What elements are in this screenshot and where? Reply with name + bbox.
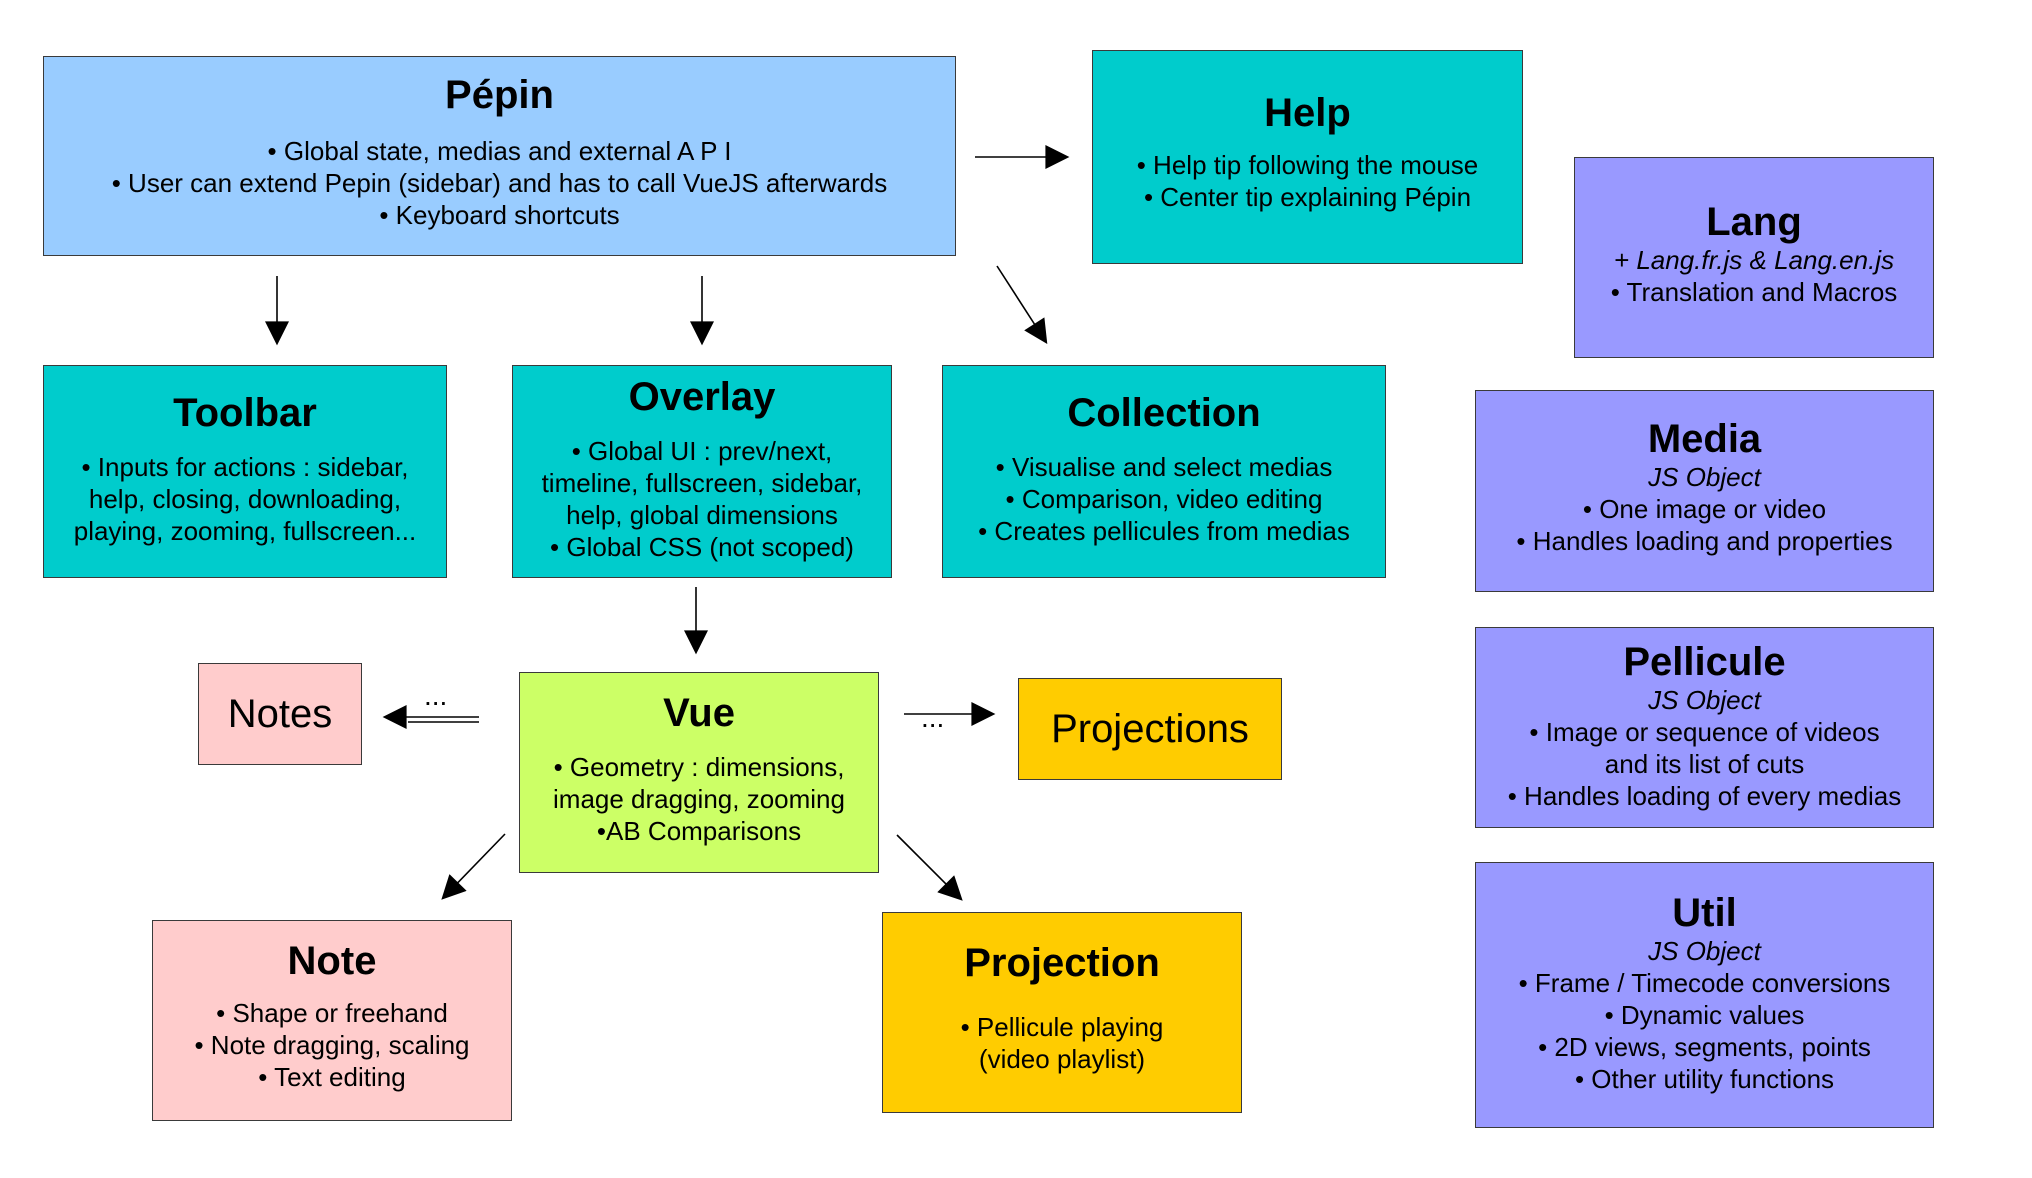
note-title: Note xyxy=(287,939,377,983)
media-title: Media xyxy=(1647,417,1762,461)
arrow-pepin-to-collection xyxy=(996,265,1048,345)
ellipsis-notes: ... xyxy=(424,680,448,711)
util-line: • Other utility functions xyxy=(1574,1064,1835,1094)
vue-line: image dragging, zooming xyxy=(553,784,845,814)
help-title: Help xyxy=(1264,91,1351,135)
pellicule-box: Pellicule JS Object • Image or sequence … xyxy=(1475,627,1934,828)
pepin-line: • Keyboard shortcuts xyxy=(379,200,620,230)
vue-line: •AB Comparisons xyxy=(596,816,802,846)
pepin-title: Pépin xyxy=(445,73,554,117)
media-subtitle: JS Object xyxy=(1648,462,1761,492)
pepin-line: • User can extend Pepin (sidebar) and ha… xyxy=(111,168,888,198)
collection-box: Collection • Visualise and select medias… xyxy=(942,365,1386,578)
overlay-title: Overlay xyxy=(628,375,776,419)
help-line: • Help tip following the mouse xyxy=(1136,150,1479,180)
projections-title: Projections xyxy=(1051,706,1249,751)
pellicule-line: • Handles loading of every medias xyxy=(1507,781,1902,811)
vue-line: • Geometry : dimensions, xyxy=(553,752,845,782)
note-line: • Note dragging, scaling xyxy=(194,1030,470,1060)
util-box: Util JS Object • Frame / Timecode conver… xyxy=(1475,862,1934,1128)
toolbar-line: playing, zooming, fullscreen... xyxy=(73,516,417,546)
projection-line: • Pellicule playing xyxy=(960,1012,1164,1042)
projections-box: Projections xyxy=(1018,678,1282,780)
collection-line: • Visualise and select medias xyxy=(995,452,1333,482)
projection-box: Projection • Pellicule playing (video pl… xyxy=(882,912,1242,1113)
pellicule-line: and its list of cuts xyxy=(1604,749,1805,779)
note-line: • Shape or freehand xyxy=(216,998,448,1028)
pepin-box: Pépin • Global state, medias and externa… xyxy=(43,56,956,256)
note-line: • Text editing xyxy=(258,1062,406,1092)
collection-title: Collection xyxy=(1067,391,1261,435)
overlay-box: Overlay • Global UI : prev/next, timelin… xyxy=(512,365,892,578)
note-box: Note • Shape or freehand • Note dragging… xyxy=(152,920,512,1121)
projection-line: (video playlist) xyxy=(978,1044,1146,1074)
lang-subtitle: + Lang.fr.js & Lang.en.js xyxy=(1613,245,1895,275)
help-line: • Center tip explaining Pépin xyxy=(1143,182,1472,212)
notes-box: Notes xyxy=(198,663,362,765)
toolbar-box: Toolbar • Inputs for actions : sidebar, … xyxy=(43,365,447,578)
arrow-vue-to-note xyxy=(441,833,506,900)
pellicule-line: • Image or sequence of videos xyxy=(1529,717,1880,747)
ellipsis-projections: ... xyxy=(921,702,945,733)
toolbar-title: Toolbar xyxy=(173,391,317,435)
notes-title: Notes xyxy=(227,691,333,736)
overlay-line: help, global dimensions xyxy=(566,500,838,530)
collection-line: • Comparison, video editing xyxy=(1005,484,1323,514)
projection-title: Projection xyxy=(964,941,1160,985)
toolbar-line: • Inputs for actions : sidebar, xyxy=(81,452,409,482)
media-box: Media JS Object • One image or video • H… xyxy=(1475,390,1934,592)
pellicule-subtitle: JS Object xyxy=(1648,685,1761,715)
vue-title: Vue xyxy=(663,691,735,735)
arrow-vue-to-projection xyxy=(896,834,963,901)
overlay-line: timeline, fullscreen, sidebar, xyxy=(541,468,863,498)
pellicule-title: Pellicule xyxy=(1623,640,1786,684)
lang-line: • Translation and Macros xyxy=(1610,277,1898,307)
lang-title: Lang xyxy=(1706,200,1802,244)
util-subtitle: JS Object xyxy=(1648,936,1761,966)
help-box: Help • Help tip following the mouse • Ce… xyxy=(1092,50,1523,264)
toolbar-line: help, closing, downloading, xyxy=(88,484,402,514)
collection-line: • Creates pellicules from medias xyxy=(978,516,1350,546)
util-title: Util xyxy=(1672,891,1737,935)
media-line: • Handles loading and properties xyxy=(1516,526,1893,556)
util-line: • Frame / Timecode conversions xyxy=(1518,968,1891,998)
vue-box: Vue • Geometry : dimensions, image dragg… xyxy=(519,672,879,873)
util-line: • 2D views, segments, points xyxy=(1538,1032,1871,1062)
pepin-line: • Global state, medias and external A P … xyxy=(267,136,732,166)
overlay-line: • Global CSS (not scoped) xyxy=(550,532,854,562)
media-line: • One image or video xyxy=(1582,494,1827,524)
util-line: • Dynamic values xyxy=(1604,1000,1805,1030)
lang-box: Lang + Lang.fr.js & Lang.en.js • Transla… xyxy=(1574,157,1934,358)
overlay-line: • Global UI : prev/next, xyxy=(571,436,833,466)
